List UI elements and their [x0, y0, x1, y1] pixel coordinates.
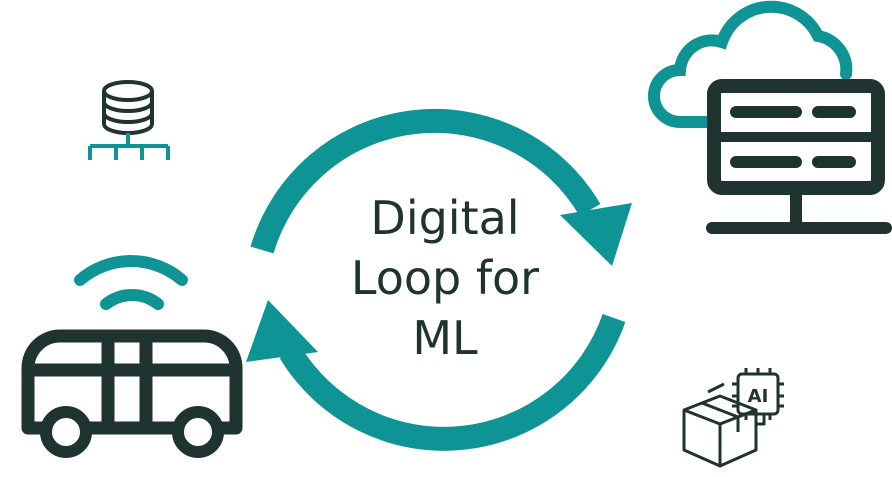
connected-bus-icon	[21, 255, 243, 458]
loop-title-line-1: Digital	[370, 191, 520, 245]
loop-arrowhead-lower	[246, 300, 318, 362]
loop-title: Digital Loop for ML	[310, 188, 580, 368]
ai-package-icon: AI	[682, 368, 784, 468]
loop-title-line-2: Loop for	[350, 251, 540, 305]
loop-arrow-upper	[250, 108, 601, 254]
cloud-server-icon	[648, 0, 892, 234]
loop-arrowhead-upper	[560, 203, 632, 266]
ai-chip-label: AI	[748, 386, 769, 407]
loop-arrow-lower	[279, 314, 626, 451]
database-network-icon	[88, 80, 170, 160]
loop-title-line-3: ML	[412, 311, 478, 365]
